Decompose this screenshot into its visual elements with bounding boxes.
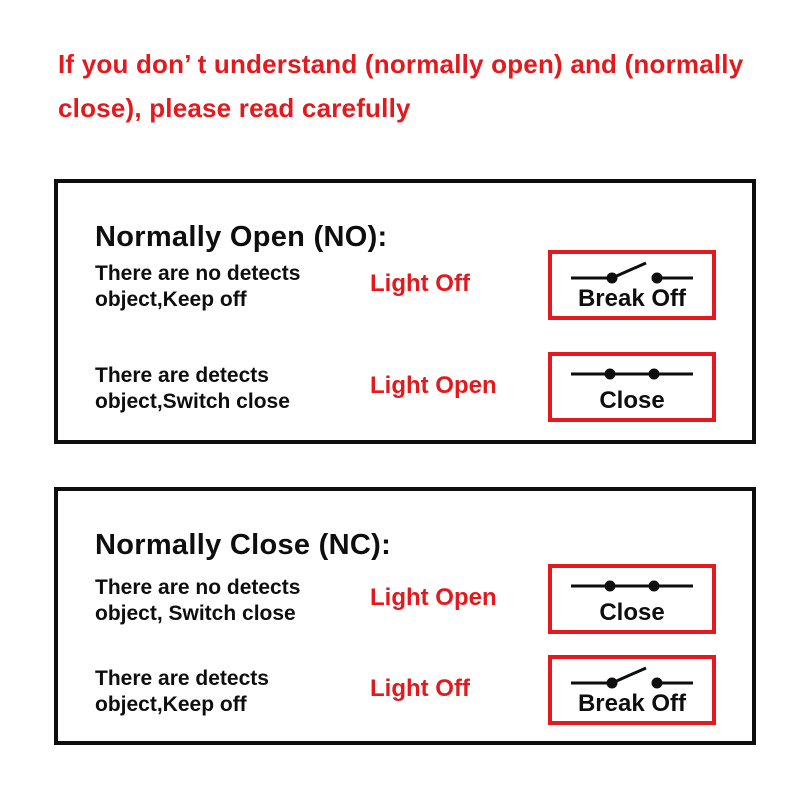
- closed-switch-icon: [570, 362, 694, 386]
- open-switch-icon: [570, 665, 694, 689]
- light-state-label: Light Off: [370, 270, 470, 297]
- panel-normally-open: Normally Open (NO): There are no detects…: [54, 179, 756, 444]
- light-state-label: Light Off: [370, 675, 470, 702]
- panel-normally-open-title: Normally Open (NO):: [95, 221, 388, 254]
- panel-no-row-object-detected: There are detects object,Switch close Li…: [58, 352, 752, 424]
- row-description: There are no detects object, Switch clos…: [95, 575, 300, 627]
- switch-state-label: Close: [599, 386, 665, 414]
- row-description-line-2: object,Keep off: [95, 288, 247, 311]
- switch-state-box: Break Off: [548, 655, 716, 725]
- row-description-line-1: There are no detects: [95, 262, 301, 285]
- switch-state-label: Close: [599, 598, 665, 626]
- switch-state-box: Break Off: [548, 250, 716, 320]
- row-description-line-2: object, Switch close: [95, 602, 296, 625]
- light-state-label: Light Open: [370, 372, 497, 399]
- light-state-label: Light Open: [370, 584, 497, 611]
- panel-no-row-no-object: There are no detects object,Keep off Lig…: [58, 250, 752, 322]
- row-description: There are no detects object,Keep off: [95, 261, 300, 313]
- panel-nc-row-no-object: There are no detects object, Switch clos…: [58, 564, 752, 636]
- open-switch-icon: [570, 260, 694, 284]
- panel-normally-close-title: Normally Close (NC):: [95, 529, 392, 562]
- closed-switch-icon: [570, 574, 694, 598]
- row-description-line-1: There are detects: [95, 364, 269, 387]
- panel-normally-close: Normally Close (NC): There are no detect…: [54, 487, 756, 745]
- row-description-line-1: There are no detects: [95, 576, 301, 599]
- row-description-line-1: There are detects: [95, 667, 269, 690]
- row-description-line-2: object,Keep off: [95, 693, 247, 716]
- panel-nc-row-object-detected: There are detects object,Keep off Light …: [58, 655, 752, 727]
- switch-state-box: Close: [548, 352, 716, 422]
- row-description: There are detects object,Keep off: [95, 666, 269, 718]
- warning-header-line-2: close), please read carefully: [58, 93, 411, 123]
- warning-header-line-1: If you don’ t understand (normally open)…: [58, 49, 744, 79]
- row-description: There are detects object,Switch close: [95, 363, 290, 415]
- switch-state-box: Close: [548, 564, 716, 634]
- switch-state-label: Break Off: [577, 689, 687, 717]
- row-description-line-2: object,Switch close: [95, 390, 290, 413]
- switch-state-label: Break Off: [577, 284, 687, 312]
- warning-header: If you don’ t understand (normally open)…: [58, 42, 743, 130]
